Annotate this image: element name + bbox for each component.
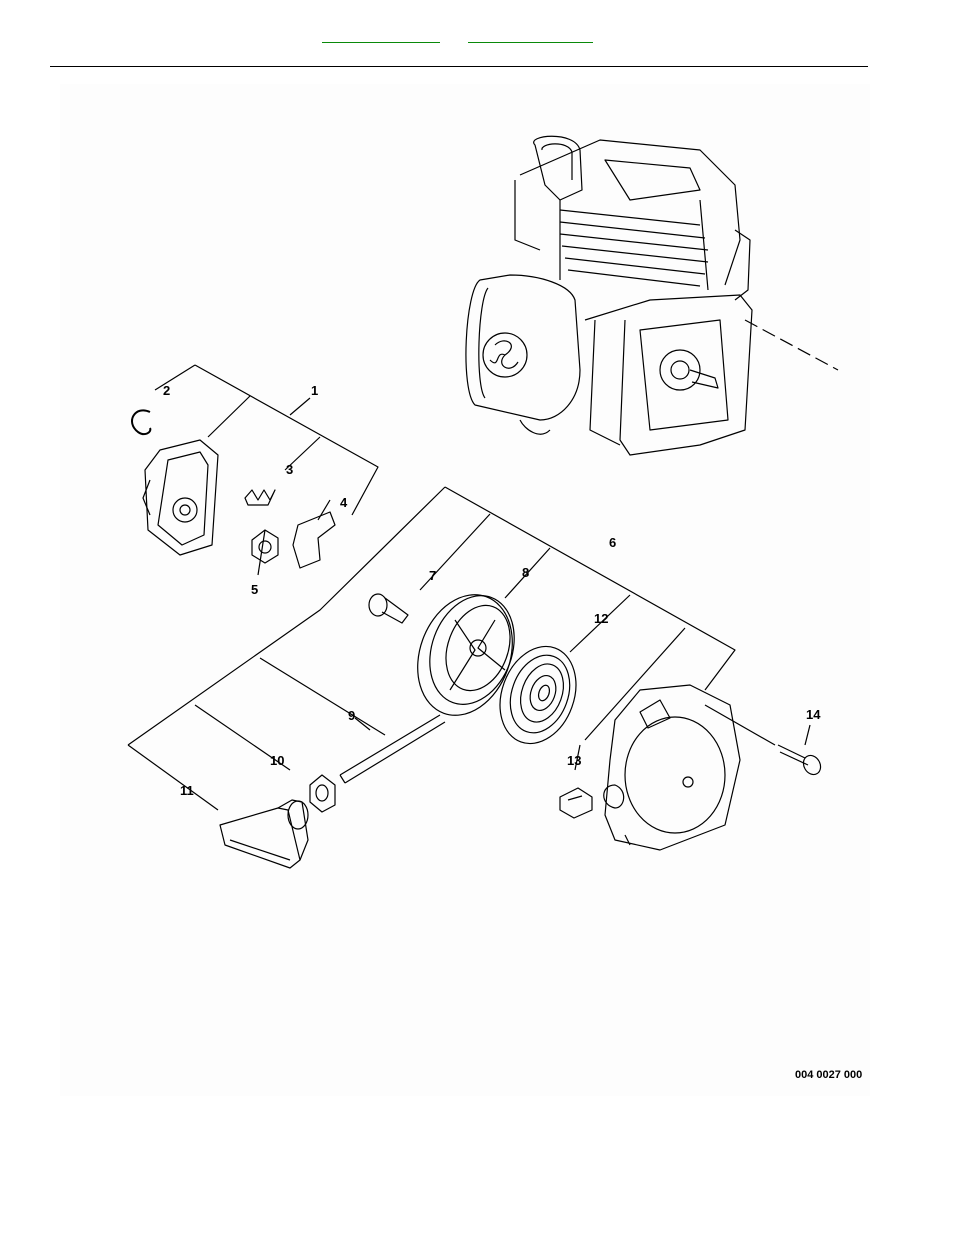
callout-1: 1	[311, 383, 318, 398]
callout-4: 4	[340, 495, 348, 510]
small-nut-part	[560, 788, 592, 818]
callout-8: 8	[522, 565, 529, 580]
recoil-spring-part	[487, 636, 589, 755]
callout-11: 11	[180, 783, 194, 798]
callout-14: 14	[806, 707, 821, 722]
callout-3: 3	[286, 462, 293, 477]
callout-5: 5	[251, 582, 258, 597]
callout-labels: 1 2 3 4 5 6 7 8 9 10 11 12 13 14	[163, 383, 821, 798]
pawl-part	[293, 512, 335, 568]
callout-13: 13	[567, 753, 581, 768]
callout-9: 9	[348, 708, 355, 723]
callout-7: 7	[429, 568, 436, 583]
drawing-code: 004 0027 000	[795, 1069, 862, 1081]
callout-leader-lines	[128, 365, 810, 810]
starter-case-part	[604, 685, 740, 850]
callout-10: 10	[270, 753, 284, 768]
callout-6: 6	[609, 535, 616, 550]
callout-2: 2	[163, 383, 170, 398]
rope-guide-part	[310, 775, 335, 812]
engine-illustration	[466, 136, 838, 455]
starter-handle-part	[220, 800, 308, 868]
reel-part	[402, 581, 529, 728]
screw-part	[778, 745, 824, 778]
bolt-part	[369, 594, 408, 623]
nut-part	[252, 530, 278, 563]
callout-12: 12	[594, 611, 608, 626]
starter-rope-part	[340, 715, 445, 783]
starter-plate-part	[143, 440, 218, 555]
spring-part	[245, 490, 275, 505]
e-ring-part	[132, 410, 150, 434]
